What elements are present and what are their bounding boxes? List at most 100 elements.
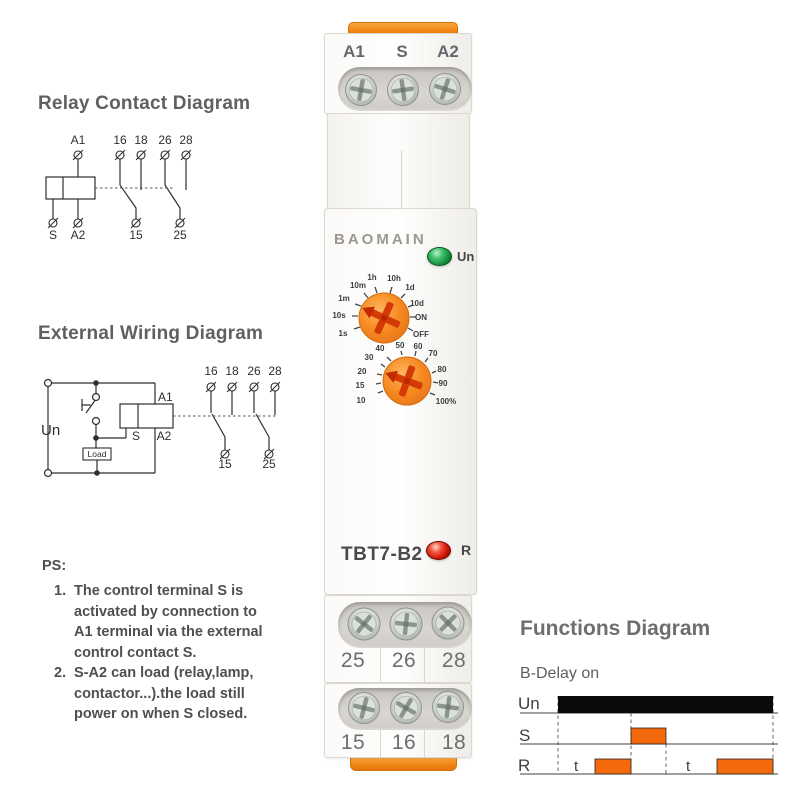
label-a1: A1	[158, 390, 173, 404]
screw-icon	[390, 692, 422, 724]
external-wiring-diagram-section: External Wiring Diagram Load	[38, 322, 298, 481]
row-label-s: S	[519, 726, 530, 745]
ps-item-2: 2. S-A2 can load (relay,lamp, contactor.…	[54, 663, 272, 725]
dial2-label: 50	[396, 341, 405, 350]
front-panel: BAOMAIN Un 1s 10s 1m 10m 1h 10h 1d 10d O…	[324, 208, 477, 595]
label-18: 18	[225, 364, 239, 378]
screw-icon	[345, 74, 377, 106]
screw-icon	[348, 692, 380, 724]
model-number: TBT7-B2	[341, 544, 423, 565]
dial2-label: 60	[414, 342, 423, 351]
dial2-label: 80	[438, 365, 447, 374]
relay-contact-diagram-section: Relay Contact Diagram A1 16 18 26 28 S A…	[38, 92, 278, 246]
label-s: S	[132, 429, 140, 443]
label-26: 26	[247, 364, 261, 378]
delay-t-label: t	[686, 758, 691, 775]
terminal-screw-strip	[338, 67, 472, 111]
label-18: 18	[134, 133, 148, 147]
dial1-label: ON	[415, 313, 427, 322]
ps-line: activated by connection to	[74, 603, 257, 620]
event-dashed-lines	[557, 696, 774, 774]
delay-t-label: t	[574, 758, 579, 775]
terminal-label-16: 16	[391, 731, 417, 754]
row-label-un: Un	[518, 694, 540, 713]
dial1-label: 10d	[410, 299, 424, 308]
junction-dots	[93, 380, 100, 476]
din-clip-bottom	[350, 757, 457, 771]
label-16: 16	[204, 364, 218, 378]
wiring-labels: Un A1 S A2 16 18 26 28 15 25	[41, 364, 282, 471]
terminal-label-15: 15	[340, 731, 366, 754]
block-seam	[424, 648, 425, 682]
screw-icon	[389, 607, 423, 641]
label-a2: A2	[71, 228, 86, 242]
label-28: 28	[268, 364, 282, 378]
housing-mid-section	[327, 114, 470, 209]
terminal-label-28: 28	[441, 649, 467, 672]
label-15: 15	[218, 457, 232, 471]
screw-icon	[432, 691, 464, 723]
terminal-screws	[345, 73, 461, 106]
dial2-label: 100%	[436, 397, 456, 406]
row-label-r: R	[518, 756, 530, 775]
r-pulse-1	[594, 758, 632, 775]
ps-item-1: 1. The control terminal S is activated b…	[54, 581, 272, 663]
block-seam	[380, 648, 381, 682]
dial2-label: 15	[356, 381, 365, 390]
ps-heading: PS:	[42, 558, 67, 574]
load-label: Load	[88, 449, 107, 459]
time-range-dial: 1s 10s 1m 10m 1h 10h 1d 10d ON OFF	[332, 273, 429, 344]
dial1-pointer	[362, 301, 401, 335]
block-seam	[380, 730, 381, 758]
contact-diagram-drawing: A1 16 18 26 28 S A2 15 25	[45, 133, 193, 242]
contact-diagram-title: Relay Contact Diagram	[38, 93, 251, 114]
function-mode-label: B-Delay on	[520, 665, 600, 682]
load-box: Load	[82, 447, 112, 461]
un-supply-bar	[558, 696, 773, 713]
dial1-ticks	[352, 286, 416, 332]
brand-logo: BAOMAIN	[334, 231, 427, 248]
power-led-green	[427, 247, 452, 266]
screw-icon	[431, 606, 465, 640]
dial1-label: OFF	[413, 330, 429, 339]
label-a1: A1	[71, 133, 86, 147]
dial2-label: 90	[439, 379, 448, 388]
label-a2: A2	[157, 429, 172, 443]
dial1-label: 10m	[350, 281, 366, 290]
ps-line: A1 terminal via the external	[74, 624, 263, 640]
screw-icon	[429, 73, 461, 105]
timing-dials: 1s 10s 1m 10m 1h 10h 1d 10d ON OFF	[332, 273, 457, 406]
label-28: 28	[179, 133, 193, 147]
dial2-label: 30	[365, 353, 374, 362]
percentage-dial: 10 15 20 30 40 50 60 70 80 90 100%	[356, 341, 457, 406]
wires	[47, 382, 276, 474]
terminal-screws	[347, 606, 465, 641]
terminal-block-25-26-28: 25 26 28	[324, 595, 472, 683]
housing-seam	[401, 150, 402, 208]
terminal-screws	[348, 691, 464, 724]
label-25: 25	[262, 457, 276, 471]
terminal-screw-strip	[338, 602, 472, 648]
terminal-block-15-16-18: 15 16 18	[324, 683, 472, 758]
dial2-label: 40	[376, 344, 385, 353]
label-s: S	[49, 228, 57, 242]
ps-line: S-A2 can load (relay,lamp,	[74, 665, 254, 681]
label-26: 26	[158, 133, 172, 147]
coil-symbol	[119, 403, 174, 429]
wires	[52, 159, 187, 219]
screw-icon	[387, 74, 419, 106]
dial1-label: 1m	[338, 294, 350, 303]
ps-line: control contact S.	[74, 644, 197, 661]
terminal-number-labels: A1 16 18 26 28 S A2 15 25	[49, 133, 193, 242]
terminal-label-a1: A1	[343, 42, 365, 61]
terminal-label-18: 18	[441, 731, 467, 754]
ps-line: The control terminal S is	[74, 583, 244, 599]
coil-symbol	[45, 176, 96, 200]
dial2-label: 10	[357, 396, 366, 405]
terminal-screw-strip	[338, 688, 472, 730]
dial2-label: 70	[429, 349, 438, 358]
ps-item-text: S-A2 can load (relay,lamp, contactor...)…	[74, 663, 253, 725]
terminal-symbols	[205, 381, 281, 460]
wiring-diagram-title: External Wiring Diagram	[38, 323, 264, 344]
dial2-label: 20	[358, 367, 367, 376]
